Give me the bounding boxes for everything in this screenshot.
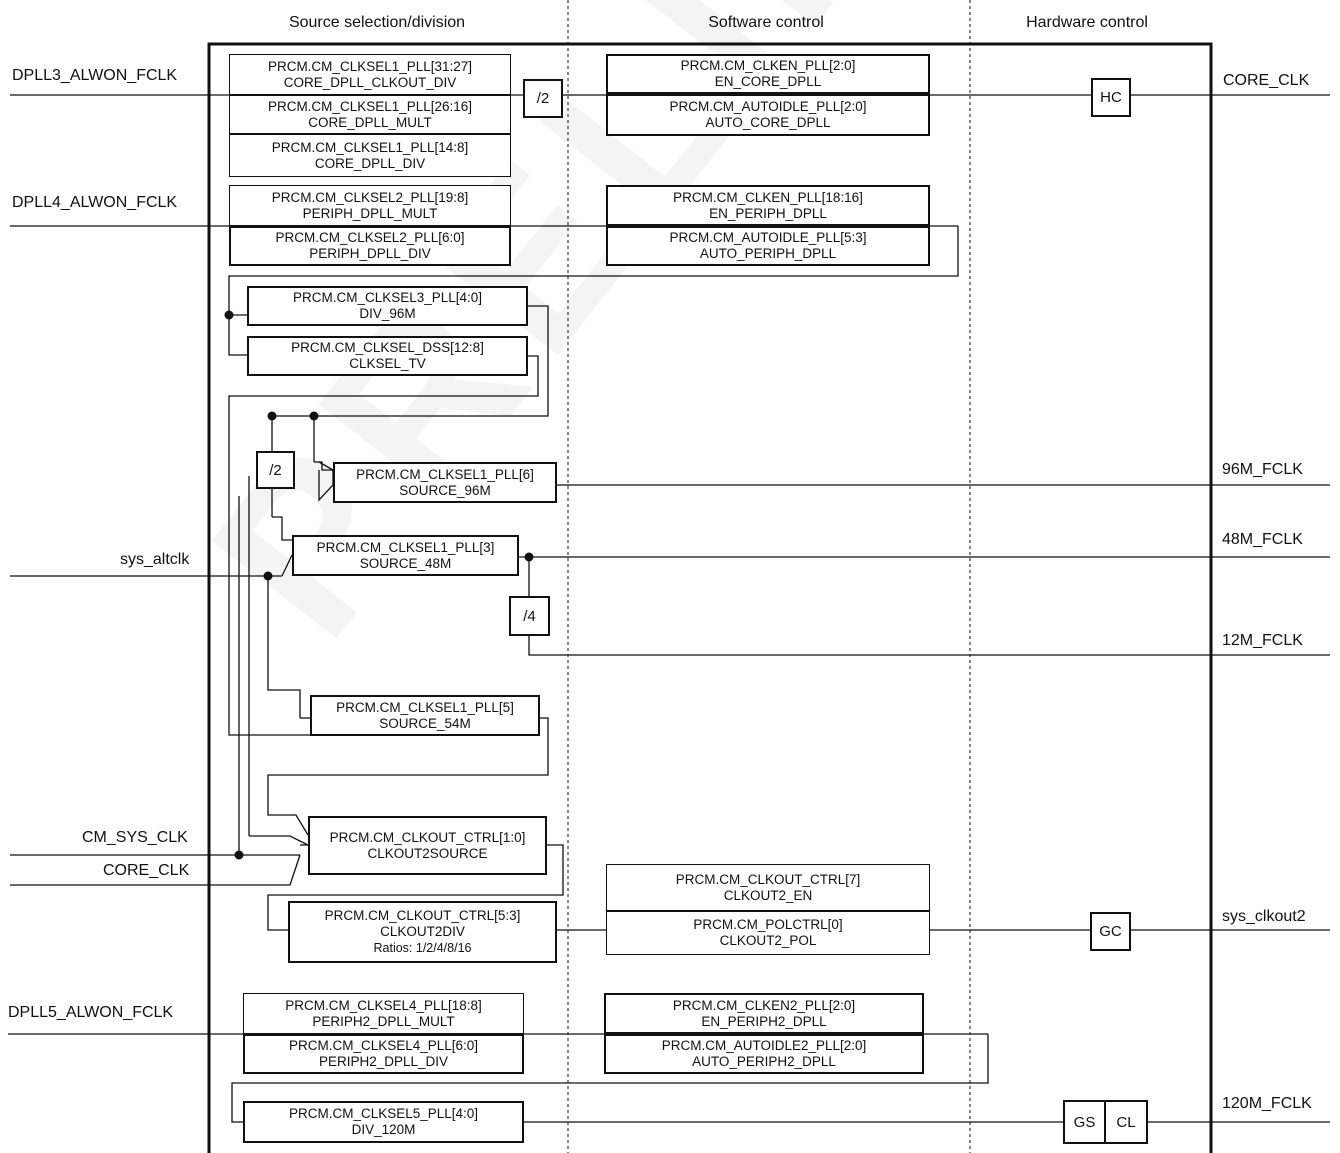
register-clksel-tv: PRCM.CM_CLKSEL_DSS[12:8]CLKSEL_TV: [247, 336, 528, 376]
output-120m-fclk: 120M_FCLK: [1222, 1095, 1312, 1112]
input-sys-altclk: sys_altclk: [120, 551, 190, 568]
register-en-periph-dpll: PRCM.CM_CLKEN_PLL[18:16]EN_PERIPH_DPLL: [606, 185, 930, 226]
output-sys-clkout2: sys_clkout2: [1222, 908, 1306, 925]
output-48m-fclk: 48M_FCLK: [1222, 531, 1303, 548]
register-auto-core-dpll: PRCM.CM_AUTOIDLE_PLL[2:0]AUTO_CORE_DPLL: [606, 94, 930, 136]
register-clkout2source: PRCM.CM_CLKOUT_CTRL[1:0]CLKOUT2SOURCE: [308, 816, 547, 875]
register-auto-periph2-dpll: PRCM.CM_AUTOIDLE2_PLL[2:0]AUTO_PERIPH2_D…: [604, 1034, 924, 1074]
register-periph2-dpll-mult: PRCM.CM_CLKSEL4_PLL[18:8]PERIPH2_DPLL_MU…: [243, 993, 524, 1034]
cl-block: CL: [1104, 1100, 1148, 1144]
header-software-control: Software control: [708, 14, 824, 31]
register-source-54m: PRCM.CM_CLKSEL1_PLL[5]SOURCE_54M: [310, 695, 540, 736]
output-96m-fclk: 96M_FCLK: [1222, 461, 1303, 478]
register-source-48m: PRCM.CM_CLKSEL1_PLL[3]SOURCE_48M: [292, 535, 519, 576]
header-hardware-control: Hardware control: [1026, 14, 1148, 31]
divide-by-4-block: /4: [509, 596, 550, 636]
gc-block: GC: [1090, 912, 1131, 951]
input-dpll4-alwon-fclk: DPLL4_ALWON_FCLK: [12, 194, 178, 211]
gs-block: GS: [1063, 1100, 1106, 1144]
register-periph-dpll-mult: PRCM.CM_CLKSEL2_PLL[19:8]PERIPH_DPLL_MUL…: [229, 185, 511, 226]
register-div-96m: PRCM.CM_CLKSEL3_PLL[4:0]DIV_96M: [247, 286, 528, 326]
output-12m-fclk: 12M_FCLK: [1222, 632, 1303, 649]
input-cm-sys-clk: CM_SYS_CLK: [82, 829, 188, 846]
register-en-periph2-dpll: PRCM.CM_CLKEN2_PLL[2:0]EN_PERIPH2_DPLL: [604, 993, 924, 1034]
register-clkout2-pol: PRCM.CM_POLCTRL[0]CLKOUT2_POL: [606, 911, 930, 955]
header-source-selection: Source selection/division: [288, 14, 466, 31]
register-source-96m: PRCM.CM_CLKSEL1_PLL[6]SOURCE_96M: [333, 462, 557, 503]
register-auto-periph-dpll: PRCM.CM_AUTOIDLE_PLL[5:3]AUTO_PERIPH_DPL…: [606, 226, 930, 266]
input-core-clk: CORE_CLK: [103, 862, 190, 879]
register-clkout2-en: PRCM.CM_CLKOUT_CTRL[7]CLKOUT2_EN: [606, 864, 930, 911]
register-core-dpll-mult: PRCM.CM_CLKSEL1_PLL[26:16]CORE_DPLL_MULT: [229, 95, 511, 134]
register-periph-dpll-div: PRCM.CM_CLKSEL2_PLL[6:0]PERIPH_DPLL_DIV: [229, 226, 511, 266]
output-core-clk: CORE_CLK: [1223, 72, 1310, 89]
register-periph2-dpll-div: PRCM.CM_CLKSEL4_PLL[6:0]PERIPH2_DPLL_DIV: [243, 1034, 524, 1074]
hc-block: HC: [1091, 78, 1131, 117]
register-core-dpll-clkout-div: PRCM.CM_CLKSEL1_PLL[31:27]CORE_DPLL_CLKO…: [229, 54, 511, 95]
divide-by-2-core-block: /2: [523, 79, 563, 118]
register-en-core-dpll: PRCM.CM_CLKEN_PLL[2:0]EN_CORE_DPLL: [606, 54, 930, 94]
input-dpll3-alwon-fclk: DPLL3_ALWON_FCLK: [12, 67, 178, 84]
divide-by-2-96m-block: /2: [256, 451, 295, 489]
input-dpll5-alwon-fclk: DPLL5_ALWON_FCLK: [8, 1004, 174, 1021]
register-core-dpll-div: PRCM.CM_CLKSEL1_PLL[14:8]CORE_DPLL_DIV: [229, 134, 511, 177]
register-div-120m: PRCM.CM_CLKSEL5_PLL[4:0]DIV_120M: [243, 1101, 524, 1143]
